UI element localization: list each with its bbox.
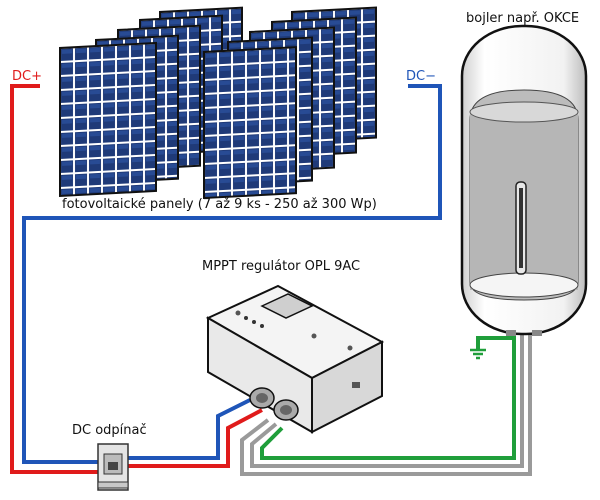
ground-wire (260, 336, 516, 460)
ac-wire-2 (250, 330, 524, 468)
cable-gland-ac (273, 399, 299, 421)
dc-minus-wire (408, 84, 442, 220)
dc-minus-wire-to-regulator (128, 398, 251, 460)
panel-left-front (59, 41, 157, 198)
dc-minus-wire-left (22, 216, 150, 464)
panel-right-front (203, 46, 297, 200)
mppt-regulator (205, 284, 385, 434)
cable-gland-dc (249, 387, 275, 409)
solar-panels (59, 6, 377, 200)
disconnector-label: DC odpínač (72, 423, 147, 438)
panels-label: fotovoltaické panely (7 až 9 ks - 250 až… (62, 197, 377, 212)
boiler-label: bojler např. OKCE (466, 11, 579, 26)
ground-icon (470, 348, 486, 360)
regulator-display (260, 293, 314, 319)
dc-plus-wire (10, 84, 100, 474)
ac-wire-1 (240, 330, 532, 476)
dc-plus-wire-to-regulator (128, 408, 263, 468)
dc-plus-label: DC+ (12, 69, 42, 84)
regulator-label: MPPT regulátor OPL 9AC (202, 259, 360, 274)
boiler (460, 24, 588, 336)
dc-disconnector (97, 443, 129, 491)
dc-minus-label: DC− (406, 69, 436, 84)
